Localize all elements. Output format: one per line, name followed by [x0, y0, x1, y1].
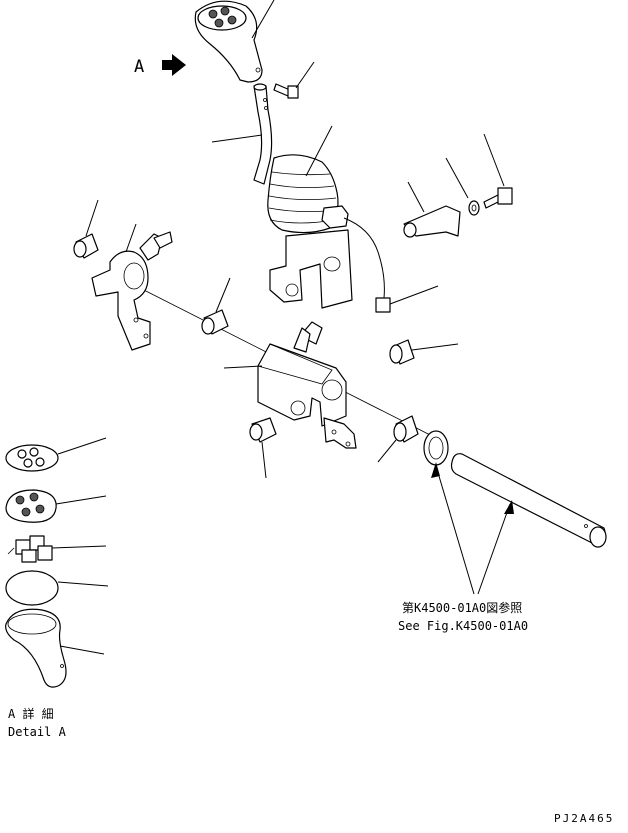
- detail-switches: [7, 535, 53, 563]
- housing-block: [257, 321, 357, 449]
- leader-bushing-left: [85, 199, 99, 237]
- leader-bushing-lower-left: [261, 441, 267, 479]
- lever-rod: [253, 83, 273, 185]
- detail-cap: [5, 444, 59, 472]
- leader-screw: [295, 61, 315, 89]
- leader-washer: [445, 157, 469, 199]
- seal-ring: [423, 430, 449, 466]
- leader-bushing-right-shaft: [377, 439, 397, 463]
- leader-housing: [223, 365, 263, 369]
- detail-label-jp: A 詳 細: [8, 706, 54, 721]
- lever-bracket: [269, 229, 353, 309]
- leader-knob: [251, 0, 275, 39]
- leader-detail-cap: [57, 437, 107, 455]
- detail-label-en: Detail A: [8, 725, 67, 739]
- bushing-lower-left: [249, 417, 277, 443]
- bushing-left: [73, 233, 99, 259]
- leader-detail-cover: [57, 581, 109, 587]
- leader-lever-arm: [125, 223, 137, 253]
- leader-pin: [407, 181, 425, 213]
- detail-cover: [5, 570, 59, 606]
- leader-detail-grip: [59, 645, 105, 655]
- leader-rod: [211, 134, 263, 143]
- view-label: A: [134, 57, 144, 77]
- knob-screw: [273, 83, 299, 99]
- lever-boot: [267, 154, 339, 234]
- bushing-right-shaft: [393, 415, 419, 443]
- leader-bushing-middle: [215, 277, 231, 313]
- leader-boot: [305, 125, 333, 177]
- leader-connector: [389, 285, 439, 305]
- bushing-right-upper: [389, 339, 415, 365]
- reference-jp: 第K4500-01A0図参照: [402, 600, 522, 615]
- leader-detail-button-plate: [55, 495, 107, 505]
- leader-bushing-right-upper: [411, 343, 459, 351]
- detail-button-plate: [5, 489, 57, 523]
- reference-en: See Fig.K4500-01A0: [398, 619, 528, 633]
- leader-detail-switches: [51, 545, 107, 549]
- leader-bolt: [483, 133, 505, 187]
- switch-connector: [321, 205, 391, 313]
- detail-grip: [5, 608, 67, 688]
- bushing-middle: [201, 309, 229, 335]
- pin: [403, 205, 461, 238]
- drawing-code: PJ2A465: [554, 812, 614, 825]
- reference-arrows: [431, 462, 514, 595]
- lever-knob: [194, 0, 263, 83]
- left-lever-arm: [91, 231, 173, 351]
- shaft: [450, 453, 607, 548]
- washer: [468, 200, 480, 216]
- bolt: [483, 187, 513, 209]
- view-arrow-icon: [162, 54, 186, 76]
